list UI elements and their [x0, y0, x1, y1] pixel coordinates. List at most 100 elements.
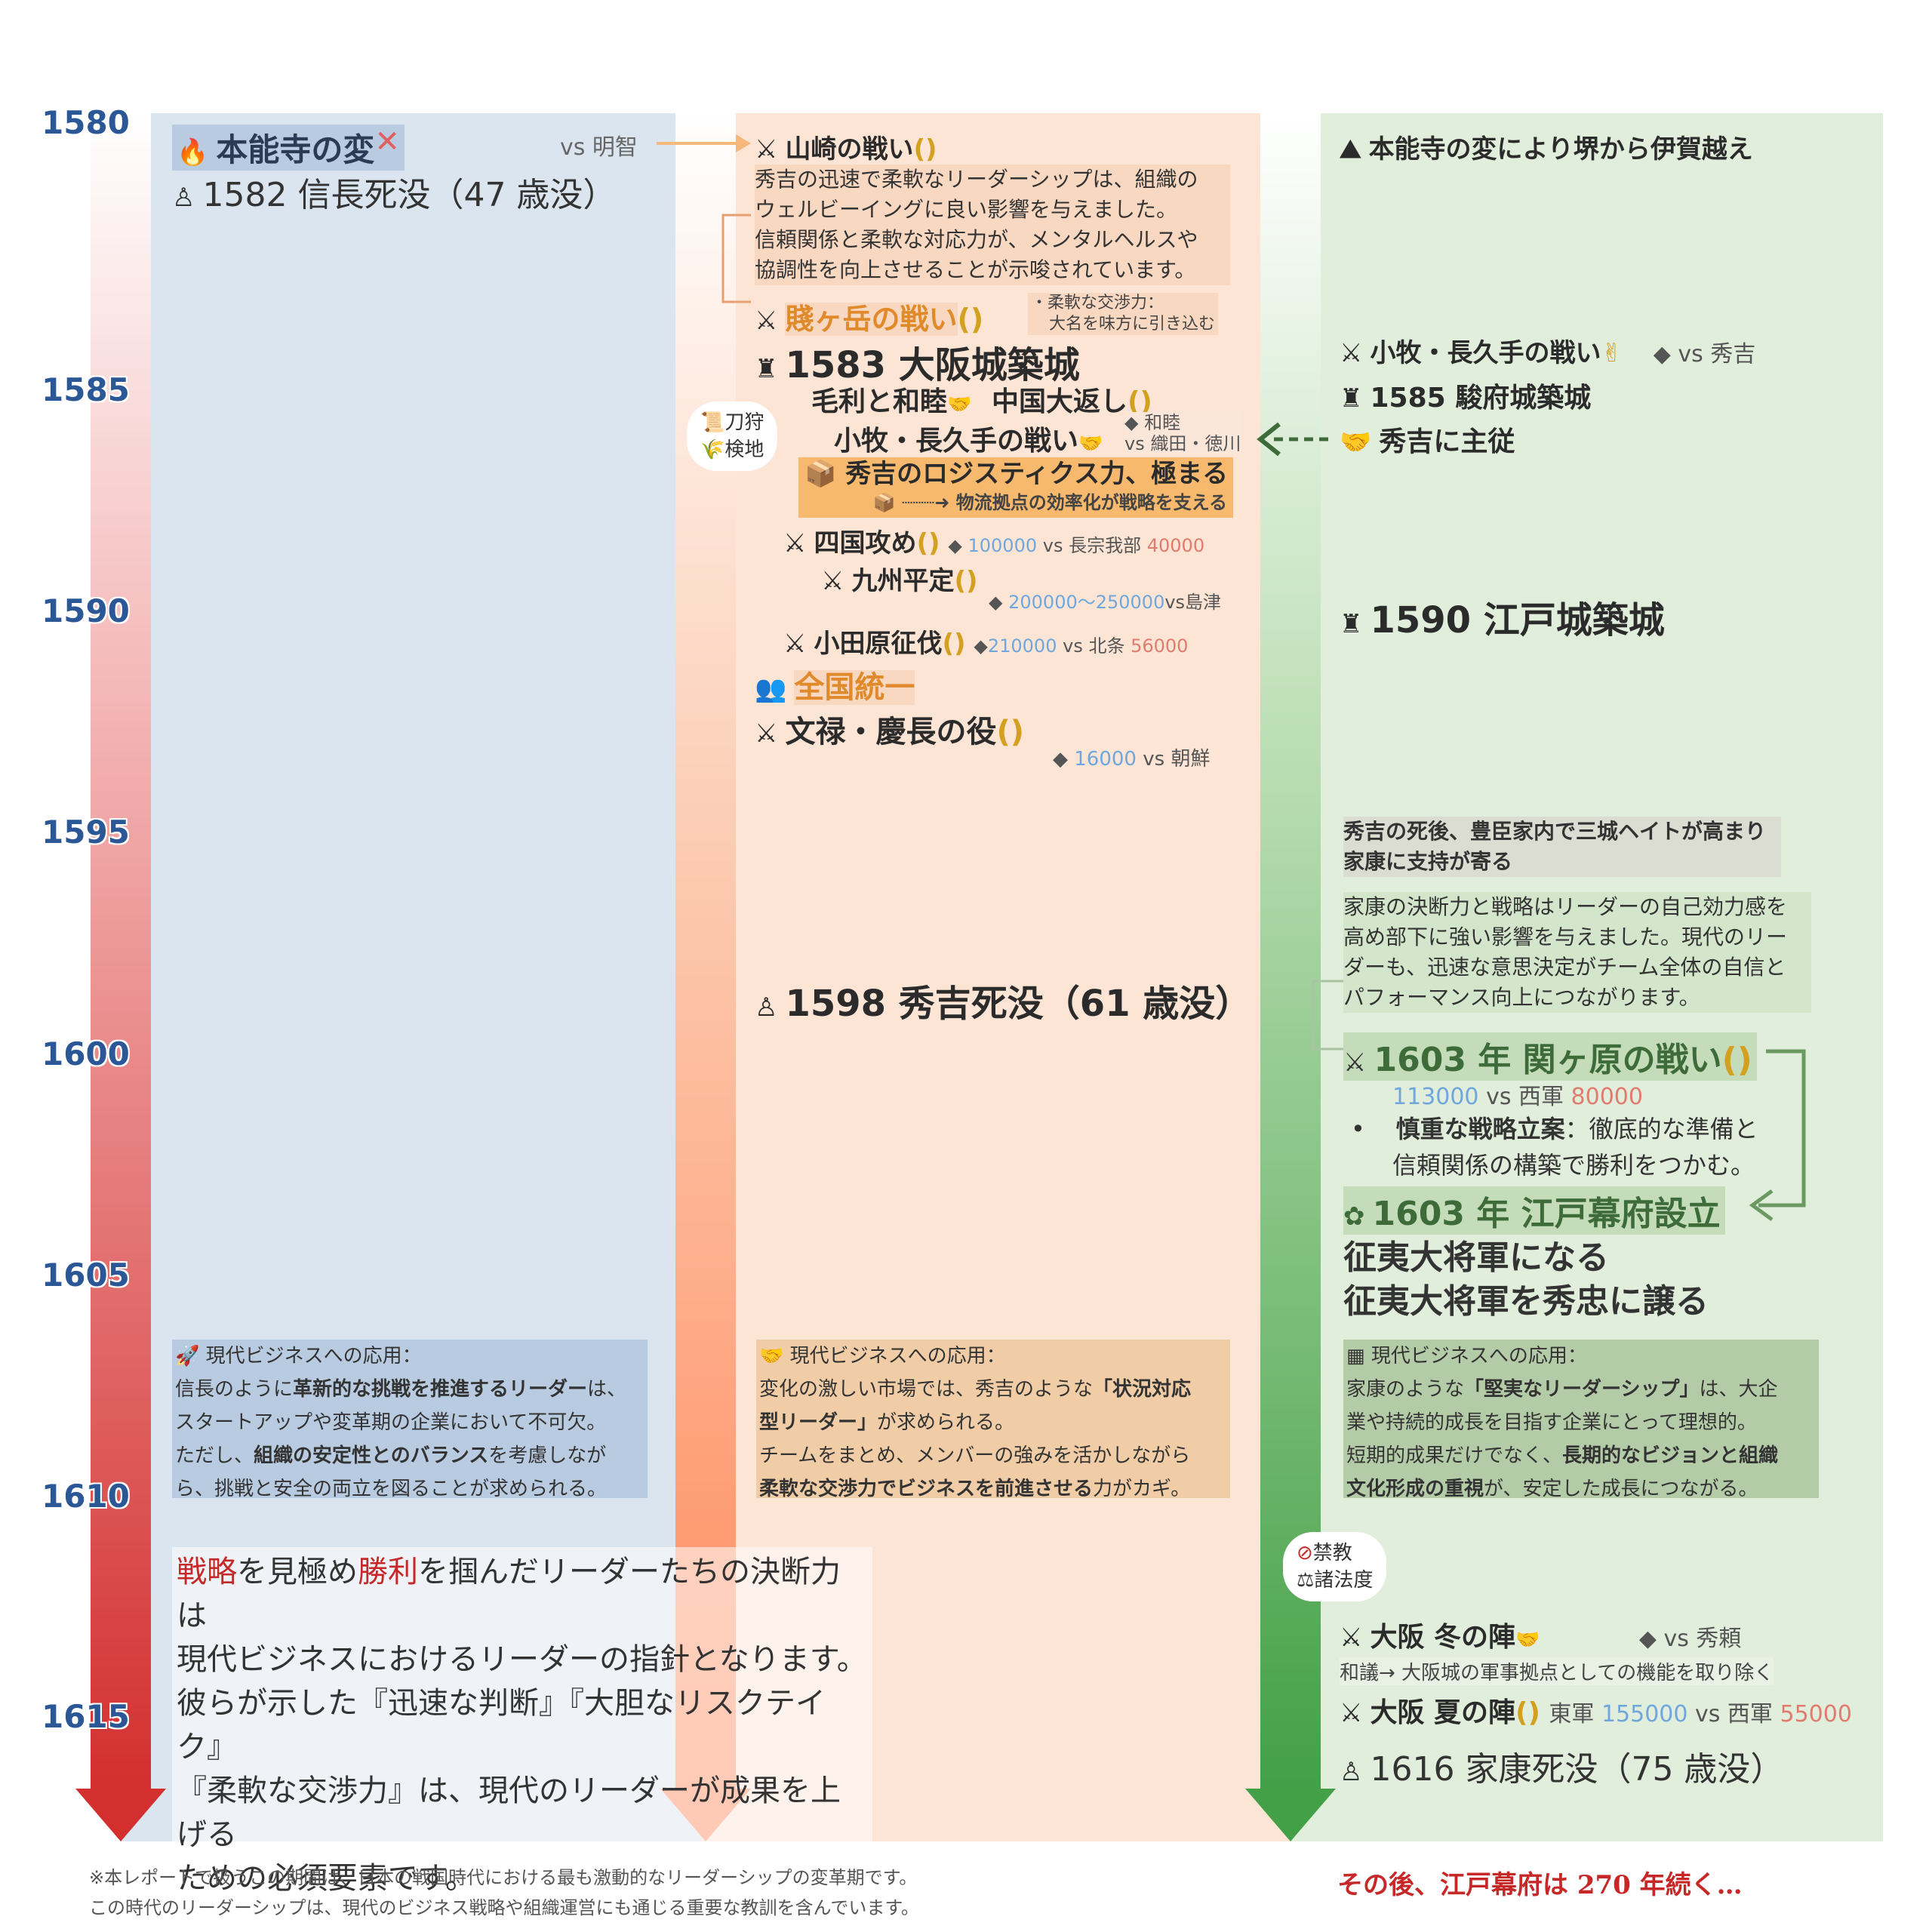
- yamazaki-paragraph: 秀吉の迅速で柔軟なリーダーシップは、組織の ウェルビーイングに良い影響を与えまし…: [755, 165, 1230, 285]
- victory-icon: (): [996, 715, 1025, 749]
- nobunaga-death: ♙1582 信長死没（47 歳没）: [172, 176, 617, 214]
- tombstone-icon: ♙: [755, 992, 778, 1023]
- sekigahara-battle: ⚔1603 年 関ヶ原の戦い(): [1343, 1032, 1757, 1081]
- castle-icon: ♜: [1340, 609, 1363, 639]
- year-label: 1590: [42, 592, 130, 629]
- negotiation-note: ・柔軟な交渉力： 大名を味方に引き込む: [1028, 293, 1219, 335]
- osaka-summer-campaign: ⚔大阪 夏の陣() 東軍 155000 vs 西軍 55000: [1340, 1697, 1852, 1728]
- vs-akechi: vs 明智: [560, 134, 638, 161]
- subordinate-to-hideyoshi: 🤝秀吉に主従: [1340, 426, 1515, 457]
- victory-icon: ✌: [1601, 338, 1623, 368]
- nobunaga-business-box: 🚀 現代ビジネスへの応用： 信長のように革新的な挑戦を推進するリーダーは、 スタ…: [172, 1340, 648, 1500]
- tombstone-icon: ♙: [172, 183, 195, 213]
- crowd-icon: 👥: [755, 674, 787, 704]
- handshake-icon: 🤝: [1340, 427, 1372, 457]
- victory-icon: (): [942, 629, 966, 659]
- crossed-swords-icon: ⚔: [783, 629, 807, 659]
- iga-crossing: ⛰本能寺の変により堺から伊賀越え: [1340, 134, 1753, 165]
- hideyoshi-death: ♙1598 秀吉死没（61 歳没）: [755, 983, 1252, 1025]
- crest-icon: ◆: [1053, 748, 1068, 771]
- crest-icon: ◆: [1653, 341, 1671, 368]
- crest-icon: ◆: [1638, 1626, 1657, 1652]
- year-label: 1595: [42, 814, 130, 851]
- mori-peace: 毛利と和睦🤝 中国大返し(): [811, 386, 1152, 417]
- osaka-winter-campaign: ⚔大阪 冬の陣🤝 ◆ vs 秀頼: [1340, 1622, 1742, 1653]
- crossed-swords-icon: ⚔: [1340, 1698, 1363, 1728]
- victory-icon: (): [913, 134, 937, 165]
- handshake-icon: 🤝: [759, 1345, 784, 1367]
- bunroku-keicho: ⚔文禄・慶長の役(): [755, 715, 1025, 749]
- year-label: 1610: [42, 1478, 130, 1515]
- building-icon: ▦: [1346, 1345, 1365, 1367]
- crossed-swords-icon: ⚔: [783, 528, 807, 558]
- honnoji-event: 🔥本能寺の変✕: [172, 125, 405, 171]
- handshake-icon: 🤝: [1078, 432, 1103, 455]
- careful-strategy: • 慎重な戦略立案：徹底的な準備と 信頼関係の構築で勝利をつかむ。: [1351, 1115, 1758, 1180]
- winter-note: 和議→ 大阪城の軍事拠点としての機能を取り除く: [1340, 1657, 1774, 1685]
- crossed-swords-icon: ⚔: [755, 718, 778, 749]
- hate-note: 秀吉の死後、豊臣家内で三城ヘイトが高まり 家康に支持が寄る: [1343, 817, 1781, 877]
- crest-icon: ◆: [1124, 412, 1139, 433]
- ieyasu-business-box: ▦ 現代ビジネスへの応用： 家康のような「堅実なリーダーシップ」は、大企 業や持…: [1343, 1340, 1819, 1500]
- victory-icon: (): [1515, 1697, 1540, 1728]
- castle-icon: ♜: [755, 354, 778, 384]
- shikoku-campaign: ⚔四国攻め() ◆ 100000 vs 長宗我部 40000: [783, 528, 1205, 558]
- ieyasu-death: ♙1616 家康死没（75 歳没）: [1340, 1750, 1784, 1789]
- komaki-nagakute-ieyasu: ⚔小牧・長久手の戦い✌ ◆ vs 秀吉: [1340, 338, 1756, 368]
- crossed-swords-icon: ⚔: [755, 134, 778, 165]
- crest-icon: ◆: [989, 592, 1003, 613]
- crossed-swords-icon: ⚔: [1343, 1048, 1367, 1078]
- victory-icon: (): [954, 566, 978, 596]
- national-unification: 👥全国統一: [755, 670, 915, 705]
- logistics-box: 📦 秀吉のロジスティクス力、極まる 📦 ┈┈┈➜ 物流拠点の効率化が戦略を支える: [798, 457, 1233, 518]
- year-label: 1605: [42, 1257, 130, 1294]
- shizugatake-battle: ⚔賤ヶ岳の戦い(): [755, 303, 984, 336]
- komaki-nagakute-hideyoshi: 小牧・長久手の戦い🤝: [834, 426, 1103, 457]
- conclusion-text: 戦略を見極め勝利を掴んだリーダーたちの決断力は 現代ビジネスにおけるリーダーの指…: [172, 1547, 872, 1903]
- year-label: 1580: [42, 104, 130, 141]
- package-icon: 📦: [804, 459, 837, 489]
- nobunaga-arrow: [75, 113, 166, 1841]
- kyushu-campaign: ⚔九州平定(): [821, 566, 978, 596]
- mountain-icon: ⛰: [1340, 134, 1361, 165]
- victory-icon: (): [1721, 1041, 1752, 1079]
- bunroku-numbers: ◆ 16000 vs 朝鮮: [1053, 748, 1211, 771]
- ieyasu-arrow: [1245, 113, 1336, 1841]
- ieyasu-paragraph: 家康の決断力と戦略はリーダーの自己効力感を 高め部下に強い影響を与えました。現代…: [1343, 892, 1811, 1013]
- crossed-swords-icon: ⚔: [1340, 338, 1363, 368]
- footer-note: ※本レポートで扱うこの期間は、日本の戦国時代における最も激動的なリーダーシップの…: [89, 1867, 919, 1918]
- crossed-swords-icon: ⚔: [755, 306, 778, 336]
- fire-icon: 🔥: [177, 137, 209, 168]
- prohibition-bubble: ⊘禁教 ⚖諸法度: [1283, 1532, 1387, 1601]
- victory-icon: (): [916, 528, 940, 558]
- year-label: 1600: [42, 1035, 130, 1072]
- handshake-icon: 🤝: [1515, 1629, 1540, 1651]
- year-label: 1585: [42, 371, 130, 408]
- scroll-icon: 📜: [700, 411, 725, 434]
- osaka-castle-built: ♜1583 大阪城築城: [755, 344, 1080, 386]
- yamazaki-battle: ⚔山崎の戦い(): [755, 134, 937, 165]
- odawara-campaign: ⚔小田原征伐() ◆210000 vs 北条 56000: [783, 629, 1189, 659]
- victory-icon: (): [957, 303, 984, 336]
- edo-castle: ♜1590 江戸城築城: [1340, 599, 1665, 641]
- crest-icon: ◆: [974, 635, 988, 657]
- package-icon: 📦: [872, 492, 896, 513]
- shogunate-continues: その後、江戸幕府は 270 年続く…: [1337, 1870, 1743, 1900]
- handshake-icon: 🤝: [947, 393, 972, 416]
- sheaf-icon: 🌾: [700, 438, 725, 461]
- forbidden-icon: ⊘: [1297, 1542, 1313, 1564]
- year-label: 1615: [42, 1698, 130, 1735]
- sunpu-castle: ♜1585 駿府城築城: [1340, 383, 1592, 414]
- cross-icon: ✕: [374, 125, 400, 159]
- scales-icon: ⚖: [1297, 1569, 1315, 1592]
- sword-hunt-bubble: 📜刀狩 🌾検地: [687, 401, 778, 471]
- crest-icon: ✿: [1343, 1201, 1365, 1232]
- crest-icon: ◆: [948, 535, 962, 556]
- shogun-text: 征夷大将軍になる 征夷大将軍を秀忠に譲る: [1343, 1238, 1709, 1321]
- crossed-swords-icon: ⚔: [1340, 1623, 1363, 1653]
- komaki-note: ◆ 和睦 vs 織田・徳川: [1124, 412, 1241, 454]
- sekigahara-numbers: 113000 vs 西軍 80000: [1392, 1084, 1643, 1110]
- castle-icon: ♜: [1340, 383, 1363, 414]
- hideyoshi-business-box: 🤝 現代ビジネスへの応用： 変化の激しい市場では、秀吉のような「状況対応 型リー…: [756, 1340, 1230, 1500]
